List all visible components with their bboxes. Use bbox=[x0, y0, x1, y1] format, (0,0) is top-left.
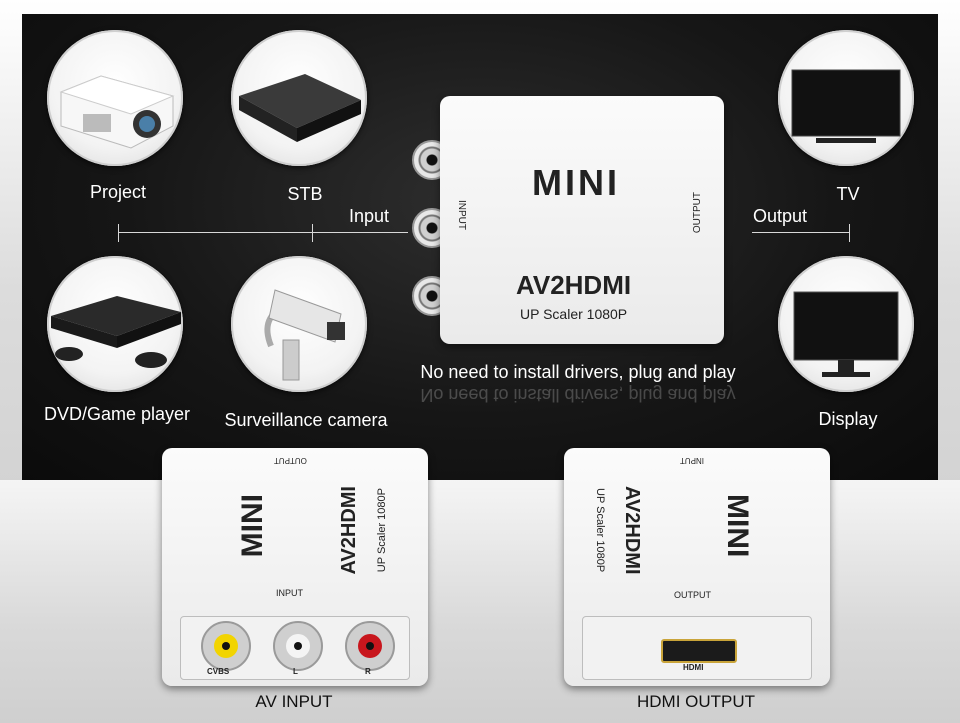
input-connector-line bbox=[118, 232, 408, 233]
device-model: AV2HDMI bbox=[516, 270, 632, 300]
hdmi-port-panel: HDMI bbox=[582, 616, 812, 680]
audio-right-label: R bbox=[365, 667, 371, 676]
source-label-stb: STB bbox=[287, 184, 323, 204]
hdmi-side-subtitle: UP Scaler 1080P bbox=[594, 488, 606, 573]
input-tick-right bbox=[312, 224, 313, 242]
converter-av-side: OUTPUT MINI AV2HDMI UP Scaler 1080P INPU… bbox=[162, 448, 428, 686]
audio-right-jack bbox=[345, 621, 395, 671]
cvbs-jack bbox=[201, 621, 251, 671]
av-input-caption: AV INPUT bbox=[255, 692, 333, 711]
output-tick bbox=[849, 224, 850, 242]
set-top-box-icon bbox=[239, 74, 361, 142]
monitor-icon bbox=[793, 291, 899, 377]
output-connector-line bbox=[752, 232, 850, 233]
audio-left-label: L bbox=[293, 667, 298, 676]
hdmi-side-top-label: INPUT bbox=[680, 456, 704, 465]
device-subtitle: UP Scaler 1080P bbox=[520, 306, 628, 322]
av-side-model: AV2HDMI bbox=[338, 486, 360, 575]
tagline: No need to install drivers, plug and pla… bbox=[420, 362, 736, 382]
source-label-projector: Project bbox=[89, 182, 147, 202]
hdmi-output-caption: HDMI OUTPUT bbox=[636, 692, 756, 711]
hdmi-side-brand: MINI bbox=[721, 494, 754, 558]
hdmi-side-panel-label: OUTPUT bbox=[674, 590, 711, 600]
audio-left-jack-hole bbox=[294, 642, 302, 650]
game-console-circle bbox=[47, 256, 183, 392]
output-label: Output bbox=[752, 206, 808, 226]
hdmi-side-model: AV2HDMI bbox=[621, 486, 643, 575]
security-camera-icon bbox=[264, 289, 345, 381]
camera-circle bbox=[231, 256, 367, 392]
av-side-panel-label: INPUT bbox=[276, 588, 303, 598]
source-label-camera: Surveillance camera bbox=[224, 410, 388, 430]
audio-left-jack bbox=[273, 621, 323, 671]
converter-hdmi-side: INPUT UP Scaler 1080P AV2HDMI MINI OUTPU… bbox=[564, 448, 830, 686]
audio-right-jack-hole bbox=[366, 642, 374, 650]
output-label-tv: TV bbox=[836, 184, 860, 204]
stb-circle bbox=[231, 30, 367, 166]
input-label: Input bbox=[348, 206, 390, 226]
tv-icon bbox=[791, 69, 901, 143]
display-circle bbox=[778, 256, 914, 392]
cvbs-jack-hole bbox=[222, 642, 230, 650]
input-tick-left bbox=[118, 224, 119, 242]
hdmi-port-label: HDMI bbox=[683, 663, 704, 672]
projector-circle bbox=[47, 30, 183, 166]
hdmi-port bbox=[661, 639, 737, 663]
cvbs-label: CVBS bbox=[207, 667, 230, 676]
projector-icon bbox=[59, 75, 175, 149]
av-side-brand: MINI bbox=[236, 494, 269, 558]
source-label-game: DVD/Game player bbox=[43, 404, 191, 424]
device-side-output: OUTPUT bbox=[692, 192, 703, 234]
av-side-top-label: OUTPUT bbox=[274, 456, 307, 465]
output-label-display: Display bbox=[818, 409, 878, 429]
av-port-panel: CVBS L R bbox=[180, 616, 410, 680]
game-console-icon bbox=[51, 296, 181, 368]
device-side-input: INPUT bbox=[456, 200, 467, 230]
tagline-reflection: No need to install drivers, plug and pla… bbox=[420, 385, 736, 405]
tv-circle bbox=[778, 30, 914, 166]
converter-top-view: MINI AV2HDMI UP Scaler 1080P INPUT OUTPU… bbox=[440, 96, 724, 344]
av-side-subtitle: UP Scaler 1080P bbox=[376, 488, 388, 573]
device-brand: MINI bbox=[532, 162, 620, 203]
